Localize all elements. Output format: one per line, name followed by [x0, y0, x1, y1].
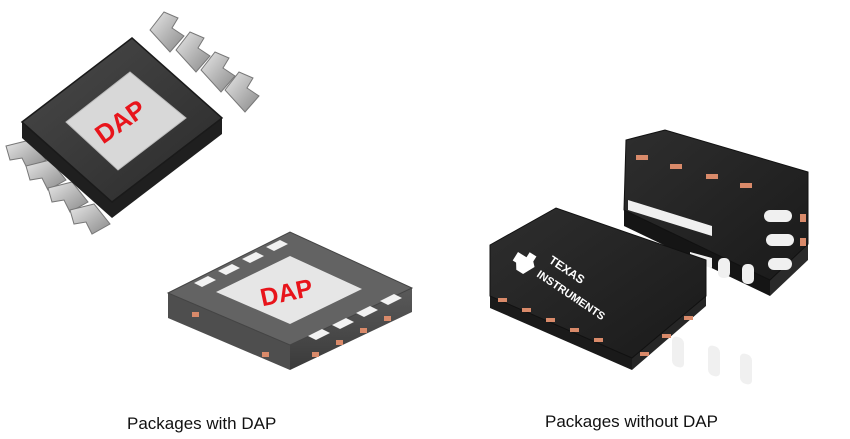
- msop-package-with-dap: DAP: [5, 11, 260, 235]
- msop-leads-right: [149, 11, 260, 113]
- son-side-right: [290, 288, 412, 370]
- son-copper-pads: [192, 312, 391, 357]
- qfn-pads-bottom-row: [718, 258, 754, 284]
- caption-packages-with-dap: Packages with DAP: [127, 414, 277, 433]
- package-without-dap-top-view: TEXAS INSTRUMENTS: [489, 207, 707, 370]
- son-package-with-dap: DAP: [166, 231, 414, 370]
- qfn-pads-right-col: [764, 210, 794, 270]
- package-without-dap-bottom-view: [623, 129, 809, 385]
- qfn-top-face: [489, 207, 707, 359]
- ti-logo-icon: [512, 252, 537, 275]
- qfn-top-copper-pads: [498, 298, 693, 356]
- son-pads-right: [308, 294, 402, 340]
- qfn-copper-edges: [636, 155, 806, 246]
- caption-packages-without-dap: Packages without DAP: [545, 412, 718, 431]
- son-dap-pad: [216, 256, 362, 324]
- msop-dap-pad: [65, 71, 187, 171]
- son-pads-top: [194, 240, 288, 287]
